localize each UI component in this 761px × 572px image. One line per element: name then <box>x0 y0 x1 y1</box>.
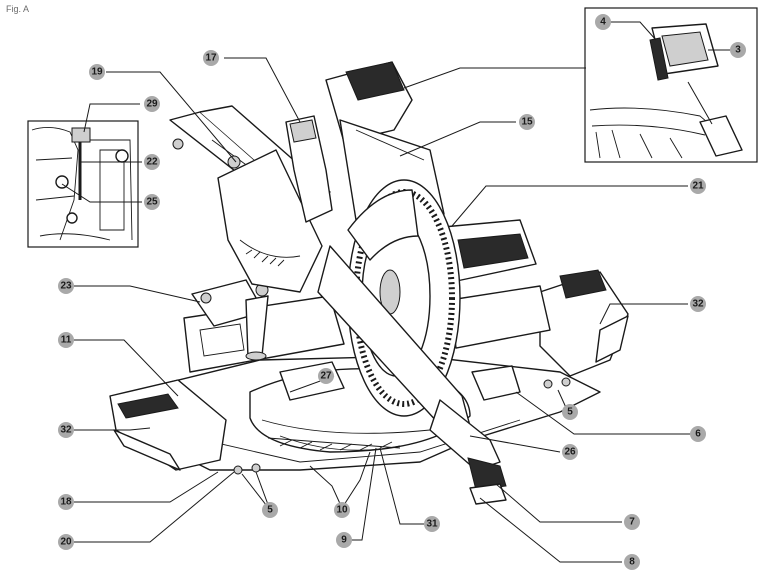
callout-32-right: 32 <box>690 296 706 312</box>
svg-text:21: 21 <box>692 181 704 192</box>
svg-text:6: 6 <box>695 429 701 440</box>
svg-text:10: 10 <box>336 505 348 516</box>
svg-text:26: 26 <box>564 447 576 458</box>
callout-8: 8 <box>624 554 640 570</box>
svg-text:8: 8 <box>629 557 635 568</box>
svg-text:4: 4 <box>600 17 606 28</box>
svg-text:29: 29 <box>146 99 158 110</box>
callout-19: 19 <box>89 64 105 80</box>
callout-4: 4 <box>595 14 611 30</box>
leader-lines <box>61 21 730 563</box>
inset-detail-right <box>584 7 758 163</box>
callout-6: 6 <box>690 426 706 442</box>
svg-text:3: 3 <box>735 45 741 56</box>
figure-label: Fig. A <box>6 4 30 14</box>
svg-text:5: 5 <box>267 505 273 516</box>
callout-22: 22 <box>144 154 160 170</box>
svg-text:32: 32 <box>692 299 704 310</box>
callout-27: 27 <box>318 368 334 384</box>
callout-7: 7 <box>624 514 640 530</box>
callout-3: 3 <box>730 42 746 58</box>
svg-text:18: 18 <box>60 497 72 508</box>
callout-18: 18 <box>58 494 74 510</box>
inset-detail-left <box>27 120 139 248</box>
callout-31: 31 <box>424 516 440 532</box>
svg-text:25: 25 <box>146 197 158 208</box>
svg-text:11: 11 <box>61 335 72 346</box>
svg-text:23: 23 <box>60 281 72 292</box>
callout-11: 11 <box>58 332 74 348</box>
callout-21: 21 <box>690 178 706 194</box>
svg-text:20: 20 <box>60 537 72 548</box>
callout-20: 20 <box>58 534 74 550</box>
svg-text:17: 17 <box>205 53 217 64</box>
callout-17: 17 <box>203 50 219 66</box>
callout-9: 9 <box>336 532 352 548</box>
svg-text:32: 32 <box>60 425 72 436</box>
callout-10: 10 <box>334 502 350 518</box>
svg-text:31: 31 <box>426 519 438 530</box>
svg-text:9: 9 <box>341 535 347 546</box>
callout-32-left: 32 <box>58 422 74 438</box>
callout-26: 26 <box>562 444 578 460</box>
svg-text:15: 15 <box>521 117 533 128</box>
svg-text:7: 7 <box>629 517 635 528</box>
svg-text:5: 5 <box>567 407 573 418</box>
callout-5-right: 5 <box>562 404 578 420</box>
miter-saw-body <box>109 61 629 505</box>
svg-text:27: 27 <box>320 371 332 382</box>
callout-5-left: 5 <box>262 502 278 518</box>
callout-25: 25 <box>144 194 160 210</box>
svg-text:19: 19 <box>91 67 103 78</box>
battery-pack-icon <box>649 23 719 81</box>
callout-23: 23 <box>58 278 74 294</box>
callout-15: 15 <box>519 114 535 130</box>
callout-29: 29 <box>144 96 160 112</box>
svg-text:22: 22 <box>146 157 158 168</box>
